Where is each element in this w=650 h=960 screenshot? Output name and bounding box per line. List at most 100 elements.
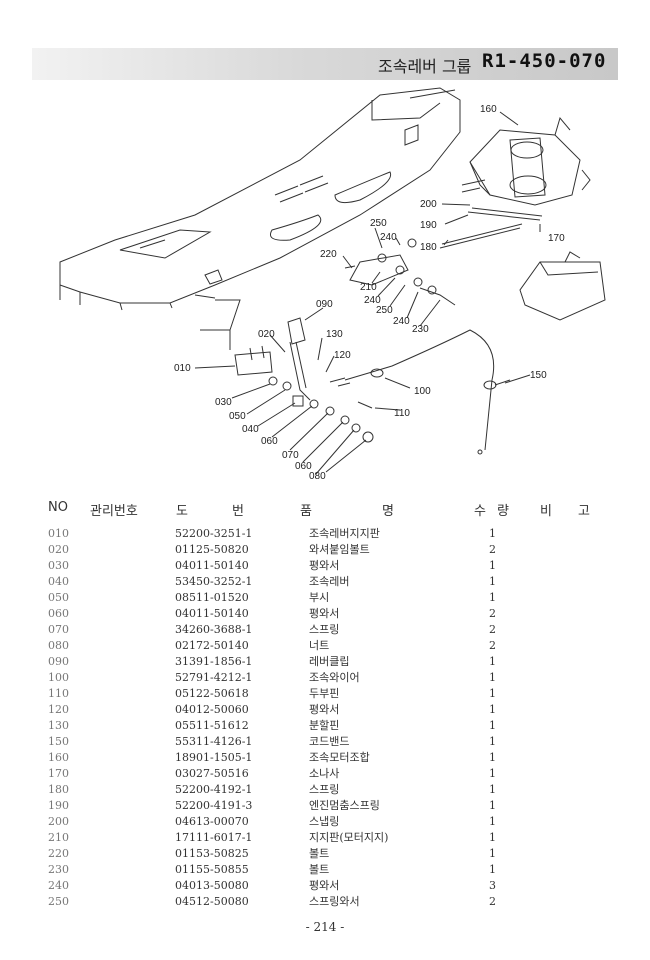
header-qty-2: 량 <box>497 504 509 519</box>
quantity-cell: 1 <box>489 558 496 572</box>
header-drawing-no-2: 번 <box>232 504 244 519</box>
quantity-cell: 1 <box>489 830 496 844</box>
callout-label: 100 <box>414 386 431 397</box>
item-name-cell: 엔진멈춤스프링 <box>309 799 380 812</box>
header-qty-1: 수 <box>474 504 486 519</box>
quantity-cell: 1 <box>489 702 496 716</box>
callout-label: 240 <box>364 295 381 306</box>
callout-label: 090 <box>316 299 333 310</box>
quantity-cell: 1 <box>489 750 496 764</box>
exploded-parts-diagram: 160 200 190 170 180 250 240 220 210 240 … <box>59 87 606 482</box>
drawing-number-cell: 01153-50825 <box>175 846 249 860</box>
callout-label: 250 <box>376 305 393 316</box>
quantity-cell: 2 <box>489 894 496 908</box>
part-number-cell: 040 <box>48 574 69 588</box>
drawing-number-cell: 04011-50140 <box>175 606 249 620</box>
part-number-cell: 250 <box>48 894 69 908</box>
item-name-cell: 평와서 <box>309 879 340 892</box>
quantity-cell: 1 <box>489 862 496 876</box>
part-number-cell: 100 <box>48 670 69 684</box>
callout-label: 020 <box>258 329 275 340</box>
part-number-cell: 130 <box>48 718 69 732</box>
part-number-cell: 030 <box>48 558 69 572</box>
item-name-cell: 조속모터조합 <box>309 751 370 764</box>
item-name-cell: 부시 <box>309 591 330 604</box>
drawing-number-cell: 04011-50140 <box>175 558 249 572</box>
return-spring <box>439 223 523 249</box>
callout-label: 240 <box>380 232 397 243</box>
drawing-number-cell: 18901-1505-1 <box>175 750 253 764</box>
quantity-cell: 2 <box>489 542 496 556</box>
governor-wire <box>344 329 511 455</box>
item-name-cell: 평와서 <box>309 559 340 572</box>
drawing-number-cell: 52791-4212-1 <box>175 670 253 684</box>
drawing-number-cell: 04613-00070 <box>175 814 249 828</box>
callout-label: 010 <box>174 363 191 374</box>
part-number-cell: 060 <box>48 606 69 620</box>
drawing-number-cell: 52200-3251-1 <box>175 526 253 540</box>
part-number-cell: 160 <box>48 750 69 764</box>
callout-label: 190 <box>420 220 437 231</box>
drawing-number-cell: 05511-51612 <box>175 718 249 732</box>
item-name-cell: 코드밴드 <box>309 735 350 748</box>
callout-label: 230 <box>412 324 429 335</box>
quantity-cell: 1 <box>489 590 496 604</box>
quantity-cell: 1 <box>489 654 496 668</box>
item-name-cell: 볼트 <box>309 863 330 876</box>
quantity-cell: 2 <box>489 606 496 620</box>
drawing-number-cell: 02172-50140 <box>175 638 249 652</box>
header-remark-2: 고 <box>578 504 590 519</box>
header-drawing-no-1: 도 <box>176 504 188 519</box>
item-name-cell: 조속레버 <box>309 575 350 588</box>
part-number-cell: 110 <box>48 686 69 700</box>
quantity-cell: 1 <box>489 718 496 732</box>
quantity-cell: 1 <box>489 526 496 540</box>
drawing-number-cell: 04013-50080 <box>175 878 249 892</box>
item-name-cell: 지지판(모터지지) <box>309 831 389 844</box>
speed-motor-assembly <box>461 116 591 206</box>
item-name-cell: 조속와이어 <box>309 671 360 684</box>
part-number-cell: 090 <box>48 654 69 668</box>
part-number-cell: 240 <box>48 878 69 892</box>
drawing-number-cell: 01125-50820 <box>175 542 249 556</box>
motor-cover <box>519 251 606 321</box>
callout-label: 080 <box>309 471 326 482</box>
item-name-cell: 두부핀 <box>309 687 340 700</box>
part-number-cell: 150 <box>48 734 69 748</box>
part-number-cell: 070 <box>48 622 69 636</box>
quantity-cell: 1 <box>489 798 496 812</box>
diagram-callouts: 160 200 190 170 180 250 240 220 210 240 … <box>174 104 565 482</box>
group-code: R1-450-070 <box>482 50 607 72</box>
quantity-cell: 1 <box>489 814 496 828</box>
drawing-number-cell: 55311-4126-1 <box>175 734 253 748</box>
quantity-cell: 1 <box>489 782 496 796</box>
callout-label: 070 <box>282 450 299 461</box>
header-mgmt-no: 관리번호 <box>90 504 138 519</box>
governor-lever-group <box>200 299 374 443</box>
table-row: 030 04011-50140 평와서 1 <box>44 557 519 573</box>
stop-spring <box>467 207 543 221</box>
callout-label: 030 <box>215 397 232 408</box>
callout-label: 170 <box>548 233 565 244</box>
header-item-name-2: 명 <box>382 504 394 519</box>
part-number-cell: 010 <box>48 526 69 540</box>
item-name-cell: 볼트 <box>309 847 330 860</box>
quantity-cell: 1 <box>489 686 496 700</box>
item-name-cell: 평와서 <box>309 607 340 620</box>
header-item-name-1: 품 <box>300 504 312 519</box>
part-number-cell: 220 <box>48 846 69 860</box>
part-number-cell: 170 <box>48 766 69 780</box>
callout-label: 150 <box>530 370 547 381</box>
part-number-cell: 210 <box>48 830 69 844</box>
item-name-cell: 레버클립 <box>309 655 350 668</box>
